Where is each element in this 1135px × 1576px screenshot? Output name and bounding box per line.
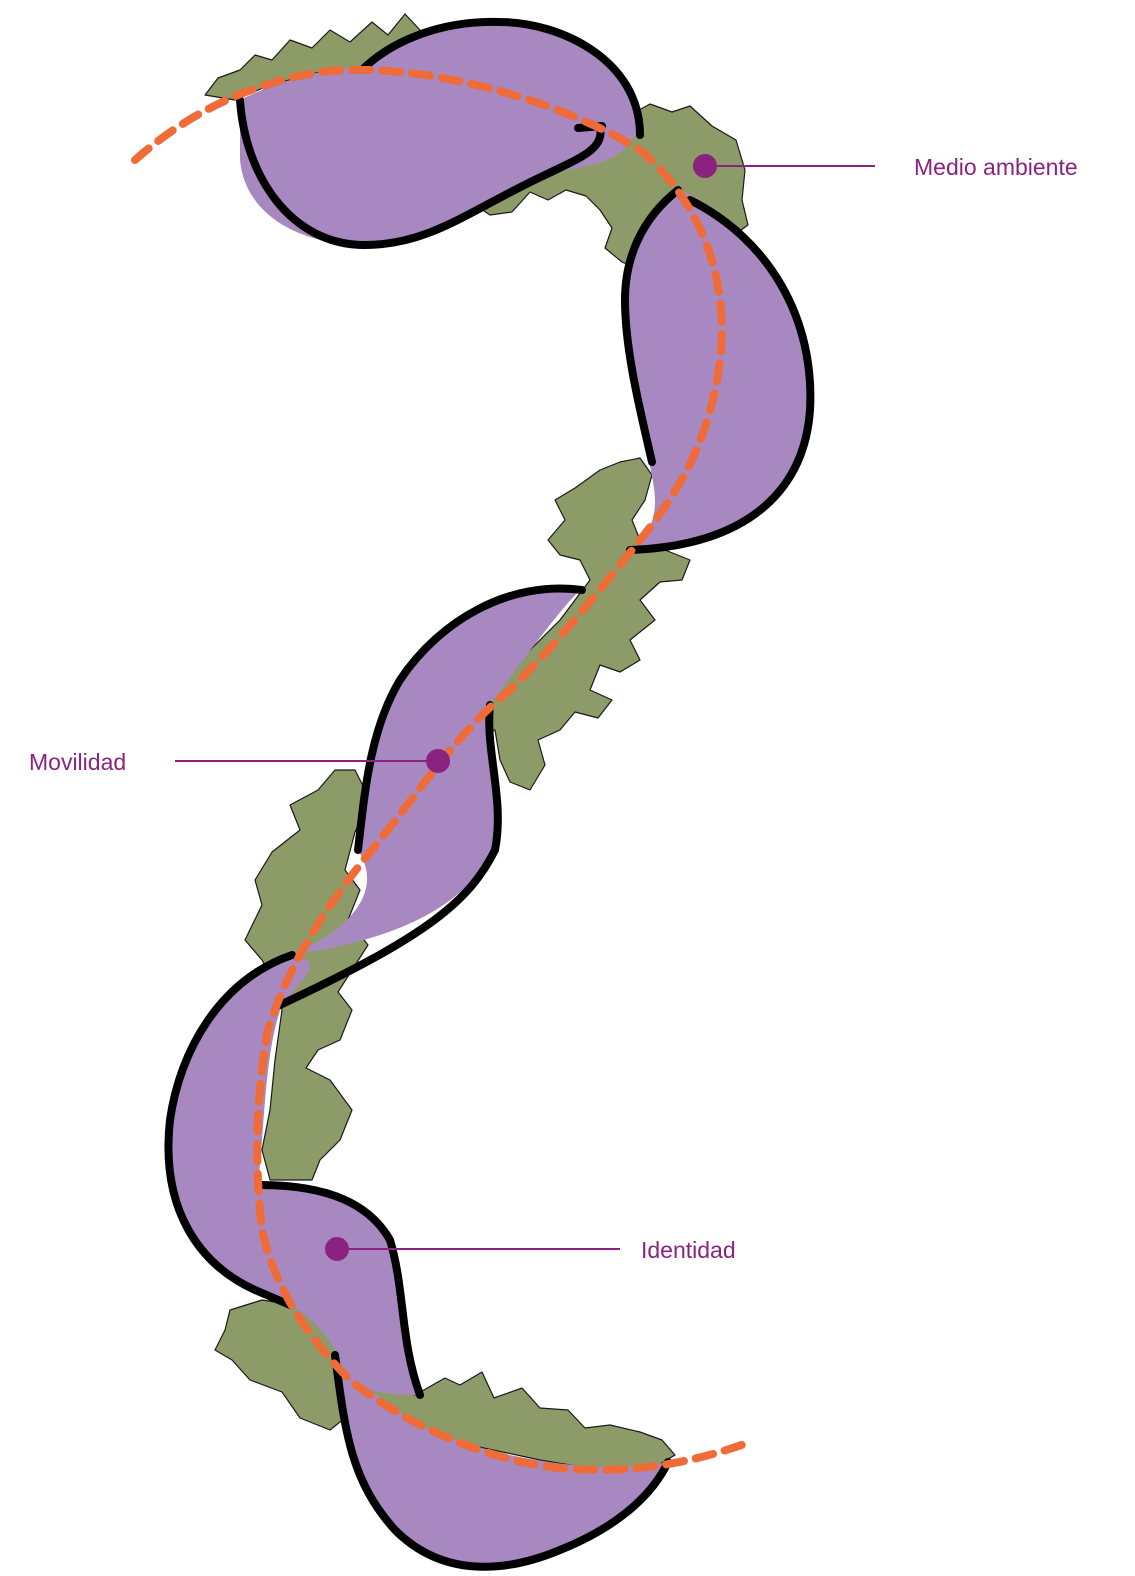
marker-mobility (426, 749, 450, 773)
label-mobility: Movilidad (29, 749, 126, 775)
marker-identity (325, 1237, 349, 1261)
label-identity: Identidad (641, 1237, 736, 1263)
callout-environment: Medio ambiente (693, 154, 1078, 180)
label-environment: Medio ambiente (914, 154, 1078, 180)
marker-environment (693, 154, 717, 178)
